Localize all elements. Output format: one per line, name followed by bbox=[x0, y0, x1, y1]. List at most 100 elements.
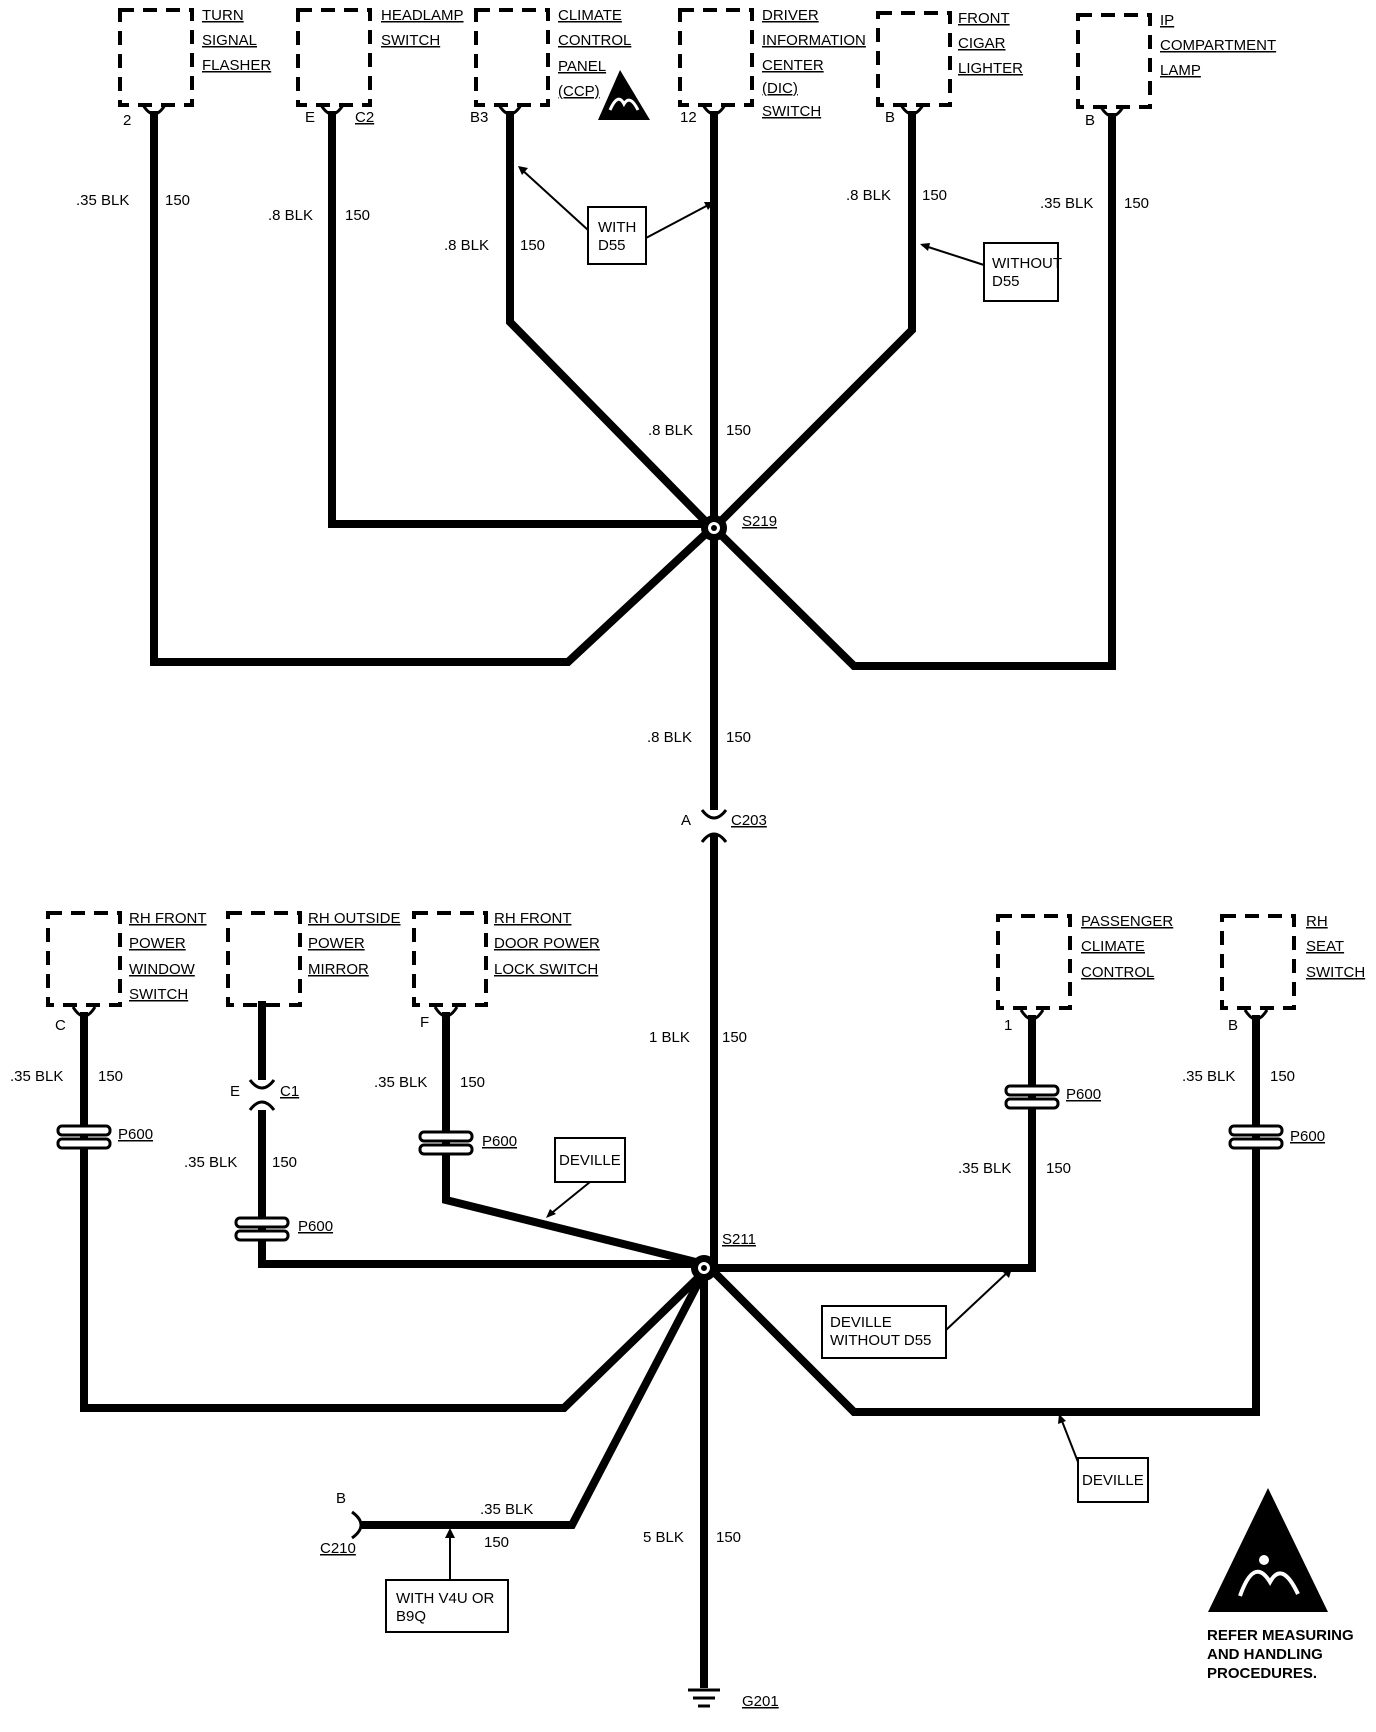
wire-size-label: .35 BLK bbox=[958, 1160, 1011, 1177]
component-label: PANEL bbox=[558, 58, 606, 75]
connector-label: P600 bbox=[1066, 1086, 1101, 1103]
rh-front-power-window-switch: RH FRONT POWER WINDOW SWITCH bbox=[46, 910, 207, 1007]
dic-switch: DRIVER INFORMATION CENTER (DIC) SWITCH bbox=[678, 7, 866, 120]
upper-harness-wires bbox=[150, 111, 1116, 824]
circuit-label: 150 bbox=[726, 729, 751, 746]
component-label: SIGNAL bbox=[202, 32, 257, 49]
svg-text:WITHOUT: WITHOUT bbox=[992, 255, 1062, 272]
pin-label: 1 bbox=[1004, 1017, 1012, 1034]
p600-connectors bbox=[56, 1084, 1284, 1242]
deville-note-lock: DEVILLE bbox=[546, 1137, 626, 1218]
p600-seat bbox=[1228, 1124, 1284, 1150]
ip-compartment-lamp: IP COMPARTMENT LAMP bbox=[1076, 12, 1276, 109]
component-label: INFORMATION bbox=[762, 32, 866, 49]
wire-size-label: .8 BLK bbox=[268, 207, 313, 224]
component-label: SWITCH bbox=[762, 103, 821, 120]
component-label: SEAT bbox=[1306, 938, 1344, 955]
with-d55-note: WITH D55 bbox=[518, 166, 714, 265]
circuit-label: 150 bbox=[520, 237, 545, 254]
svg-text:D55: D55 bbox=[992, 273, 1020, 290]
component-label: LAMP bbox=[1160, 62, 1201, 79]
connector-label: P600 bbox=[118, 1126, 153, 1143]
wire-size-label: .8 BLK bbox=[647, 729, 692, 746]
esd-warning-icon bbox=[598, 70, 650, 120]
climate-control-panel: CLIMATE CONTROL PANEL (CCP) bbox=[474, 7, 650, 120]
wire-size-label: .35 BLK bbox=[10, 1068, 63, 1085]
component-label: POWER bbox=[129, 935, 186, 952]
pin-label: B bbox=[885, 109, 895, 126]
turn-signal-flasher: TURN SIGNAL FLASHER bbox=[118, 7, 271, 107]
component-label: CONTROL bbox=[558, 32, 631, 49]
rh-front-door-power-lock-switch: RH FRONT DOOR POWER LOCK SWITCH bbox=[412, 910, 600, 1007]
splice-label: S211 bbox=[722, 1231, 756, 1248]
with-v4u-note: WITH V4U OR B9Q bbox=[385, 1528, 509, 1633]
p600-pcc bbox=[1004, 1084, 1060, 1110]
esd-warning-icon bbox=[1208, 1488, 1328, 1612]
rh-outside-power-mirror: RH OUTSIDE POWER MIRROR bbox=[226, 910, 401, 1007]
circuit-label: 150 bbox=[484, 1534, 509, 1551]
wire-size-label: .35 BLK bbox=[1182, 1068, 1235, 1085]
wire-size-label: .8 BLK bbox=[444, 237, 489, 254]
svg-text:WITH: WITH bbox=[598, 219, 636, 236]
pin-label: C bbox=[55, 1017, 66, 1034]
circuit-label: 150 bbox=[345, 207, 370, 224]
ground-label: G201 bbox=[742, 1693, 779, 1710]
connector-label: C203 bbox=[731, 812, 767, 829]
component-label: (CCP) bbox=[558, 83, 600, 100]
component-label: SWITCH bbox=[129, 986, 188, 1003]
svg-text:PROCEDURES.: PROCEDURES. bbox=[1207, 1665, 1317, 1682]
component-label: COMPARTMENT bbox=[1160, 37, 1276, 54]
wire-size-label: .35 BLK bbox=[76, 192, 129, 209]
svg-text:WITHOUT D55: WITHOUT D55 bbox=[830, 1332, 931, 1349]
component-label: CIGAR bbox=[958, 35, 1006, 52]
headlamp-switch: HEADLAMP SWITCH bbox=[296, 7, 464, 107]
p600-window bbox=[56, 1124, 112, 1150]
component-label: FLASHER bbox=[202, 57, 271, 74]
component-label: FRONT bbox=[958, 10, 1010, 27]
svg-text:B9Q: B9Q bbox=[396, 1608, 426, 1625]
connector-cups-bottom bbox=[71, 1006, 1269, 1021]
circuit-label: 150 bbox=[716, 1529, 741, 1546]
splice-s211: S211 bbox=[691, 1231, 756, 1281]
component-label: WINDOW bbox=[129, 961, 196, 978]
wire-size-label: .35 BLK bbox=[374, 1074, 427, 1091]
component-label: TURN bbox=[202, 7, 244, 24]
component-label: SWITCH bbox=[1306, 964, 1365, 981]
pin-label: A bbox=[681, 812, 691, 829]
esd-notice: REFER MEASURING AND HANDLING PROCEDURES. bbox=[1207, 1488, 1354, 1682]
connector-label: P600 bbox=[1290, 1128, 1325, 1145]
wire-size-label: .8 BLK bbox=[846, 187, 891, 204]
pin-label: F bbox=[420, 1014, 429, 1031]
circuit-label: 150 bbox=[922, 187, 947, 204]
component-label: CENTER bbox=[762, 57, 824, 74]
circuit-label: 150 bbox=[98, 1068, 123, 1085]
svg-text:WITH V4U OR: WITH V4U OR bbox=[396, 1590, 495, 1607]
component-label: LOCK SWITCH bbox=[494, 961, 598, 978]
wire-size-label: .35 BLK bbox=[480, 1501, 533, 1518]
svg-text:DEVILLE: DEVILLE bbox=[830, 1314, 892, 1331]
circuit-label: 150 bbox=[1124, 195, 1149, 212]
component-label: PASSENGER bbox=[1081, 913, 1173, 930]
circuit-label: 150 bbox=[460, 1074, 485, 1091]
rh-seat-switch: RH SEAT SWITCH bbox=[1220, 913, 1365, 1010]
connector-label: P600 bbox=[482, 1133, 517, 1150]
wire-size-label: .8 BLK bbox=[648, 422, 693, 439]
wire-size-label: .35 BLK bbox=[1040, 195, 1093, 212]
component-label: SWITCH bbox=[381, 32, 440, 49]
without-d55-note: WITHOUT D55 bbox=[920, 242, 1062, 302]
pin-label: 2 bbox=[123, 112, 131, 129]
component-label: (DIC) bbox=[762, 80, 798, 97]
connector-c203: A C203 bbox=[681, 809, 767, 843]
passenger-climate-control: PASSENGER CLIMATE CONTROL bbox=[996, 913, 1173, 1010]
component-label: RH bbox=[1306, 913, 1328, 930]
component-label: POWER bbox=[308, 935, 365, 952]
component-label: DOOR POWER bbox=[494, 935, 600, 952]
component-label: CLIMATE bbox=[558, 7, 622, 24]
connector-label: C210 bbox=[320, 1540, 356, 1557]
svg-text:REFER MEASURING: REFER MEASURING bbox=[1207, 1627, 1354, 1644]
splice-s219: S219 bbox=[701, 513, 777, 541]
deville-note-seat: DEVILLE bbox=[1058, 1414, 1149, 1503]
svg-text:DEVILLE: DEVILLE bbox=[559, 1152, 621, 1169]
component-label: RH FRONT bbox=[129, 910, 207, 927]
